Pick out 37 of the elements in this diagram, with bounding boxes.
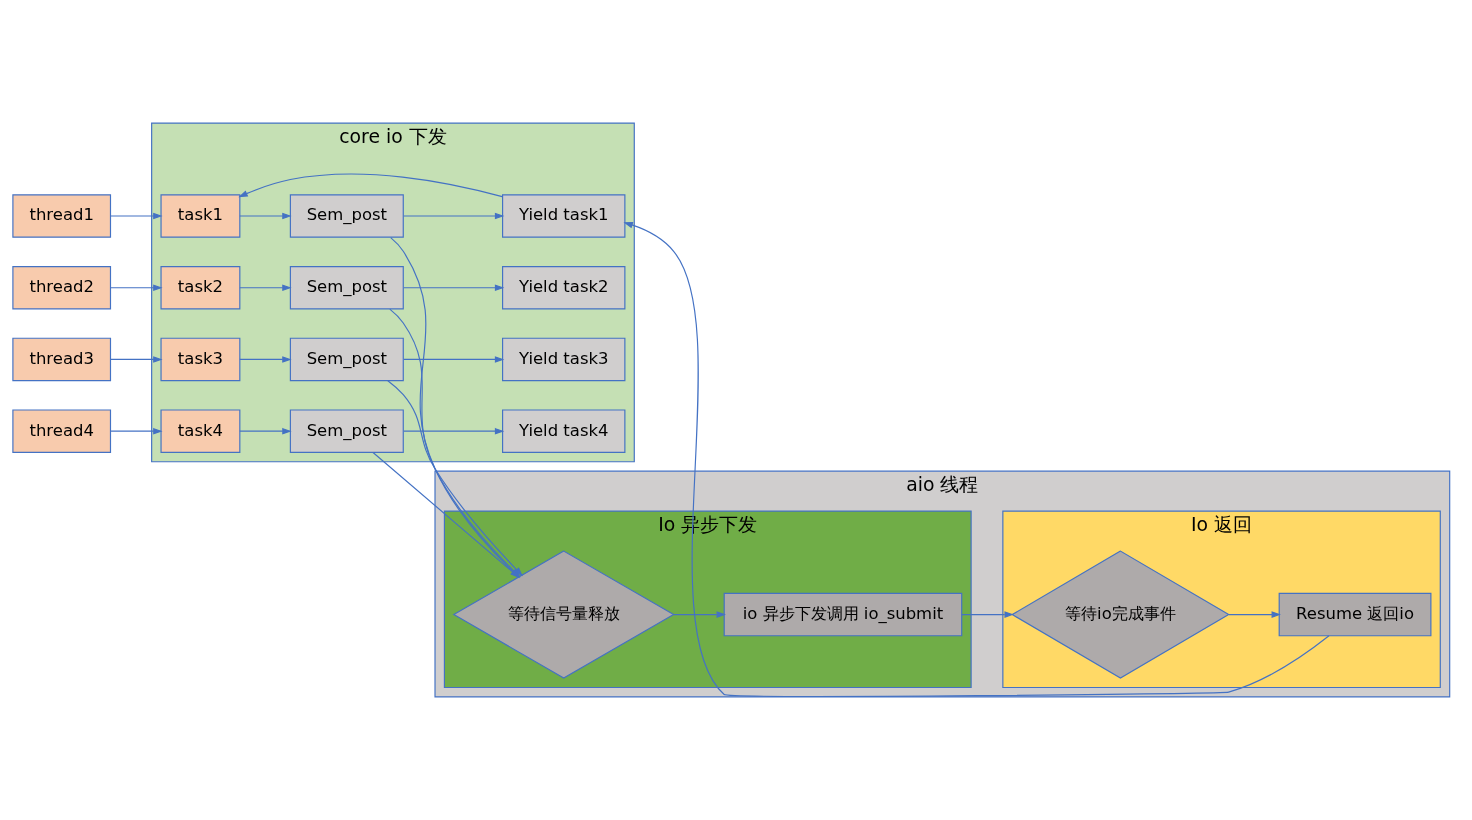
arrow — [109, 284, 163, 292]
node-diamond: 等待信号量释放 — [452, 550, 675, 679]
arrow — [673, 611, 726, 618]
node-box: Sem_post — [289, 409, 404, 453]
node-box: Yield task4 — [502, 409, 626, 453]
arrow — [403, 284, 505, 292]
node-box: thread3 — [12, 337, 112, 382]
arrow — [623, 221, 1330, 698]
arrow — [961, 611, 1014, 618]
arrow — [239, 212, 292, 220]
arrow — [403, 356, 505, 363]
node-box: Sem_post — [289, 265, 404, 310]
arrow — [403, 427, 505, 435]
node-box: Yield task2 — [502, 265, 626, 310]
node-box: Yield task1 — [502, 194, 626, 238]
node-box: thread4 — [12, 409, 112, 453]
arrow — [109, 356, 163, 363]
arrow — [238, 173, 503, 198]
arrow — [403, 212, 505, 220]
node-box: Sem_post — [289, 337, 404, 382]
node-box: task1 — [160, 194, 241, 238]
arrow — [239, 427, 292, 435]
node-box: io 异步下发调用 io_submit — [723, 592, 963, 637]
node-box: Resume 返回io — [1278, 592, 1432, 637]
arrow — [109, 427, 163, 435]
arrow — [1228, 611, 1281, 618]
node-diamond: 等待io完成事件 — [1011, 550, 1230, 679]
arrow — [109, 212, 163, 220]
arrow — [239, 284, 292, 292]
node-box: Yield task3 — [502, 337, 626, 382]
node-box: thread2 — [12, 265, 112, 310]
node-box: Sem_post — [289, 194, 404, 238]
node-box: thread1 — [12, 194, 112, 238]
node-box: task4 — [160, 409, 241, 453]
arrow — [239, 356, 292, 363]
node-box: task3 — [160, 337, 241, 382]
node-box: task2 — [160, 265, 241, 310]
